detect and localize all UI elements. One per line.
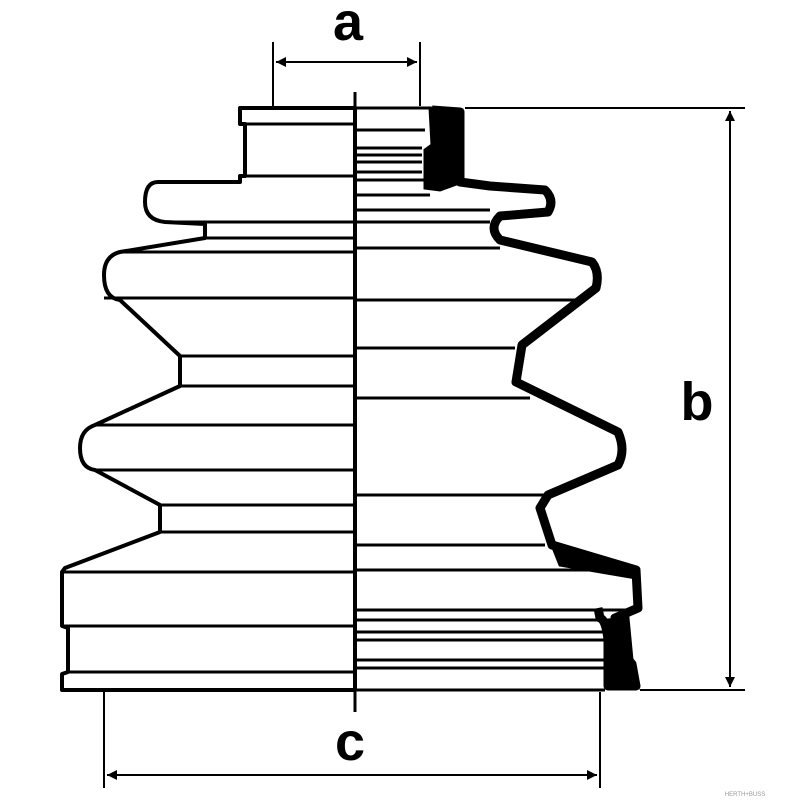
- boot-left-outline: [60, 106, 357, 692]
- dimension-c-label: c: [335, 712, 365, 772]
- dimension-b-label: b: [681, 372, 714, 432]
- boot-right-neck-wall: [423, 106, 464, 192]
- dimension-b: [465, 107, 745, 691]
- boot-right-bottom-wall: [549, 542, 640, 690]
- dimension-a-label: a: [333, 0, 364, 52]
- dimension-a: [272, 42, 421, 106]
- boot-right-ridges: [355, 106, 630, 692]
- watermark-logo: HERTH+BUSS: [725, 792, 765, 798]
- boot-left-ridges: [62, 122, 355, 674]
- dimension-c: [103, 692, 601, 788]
